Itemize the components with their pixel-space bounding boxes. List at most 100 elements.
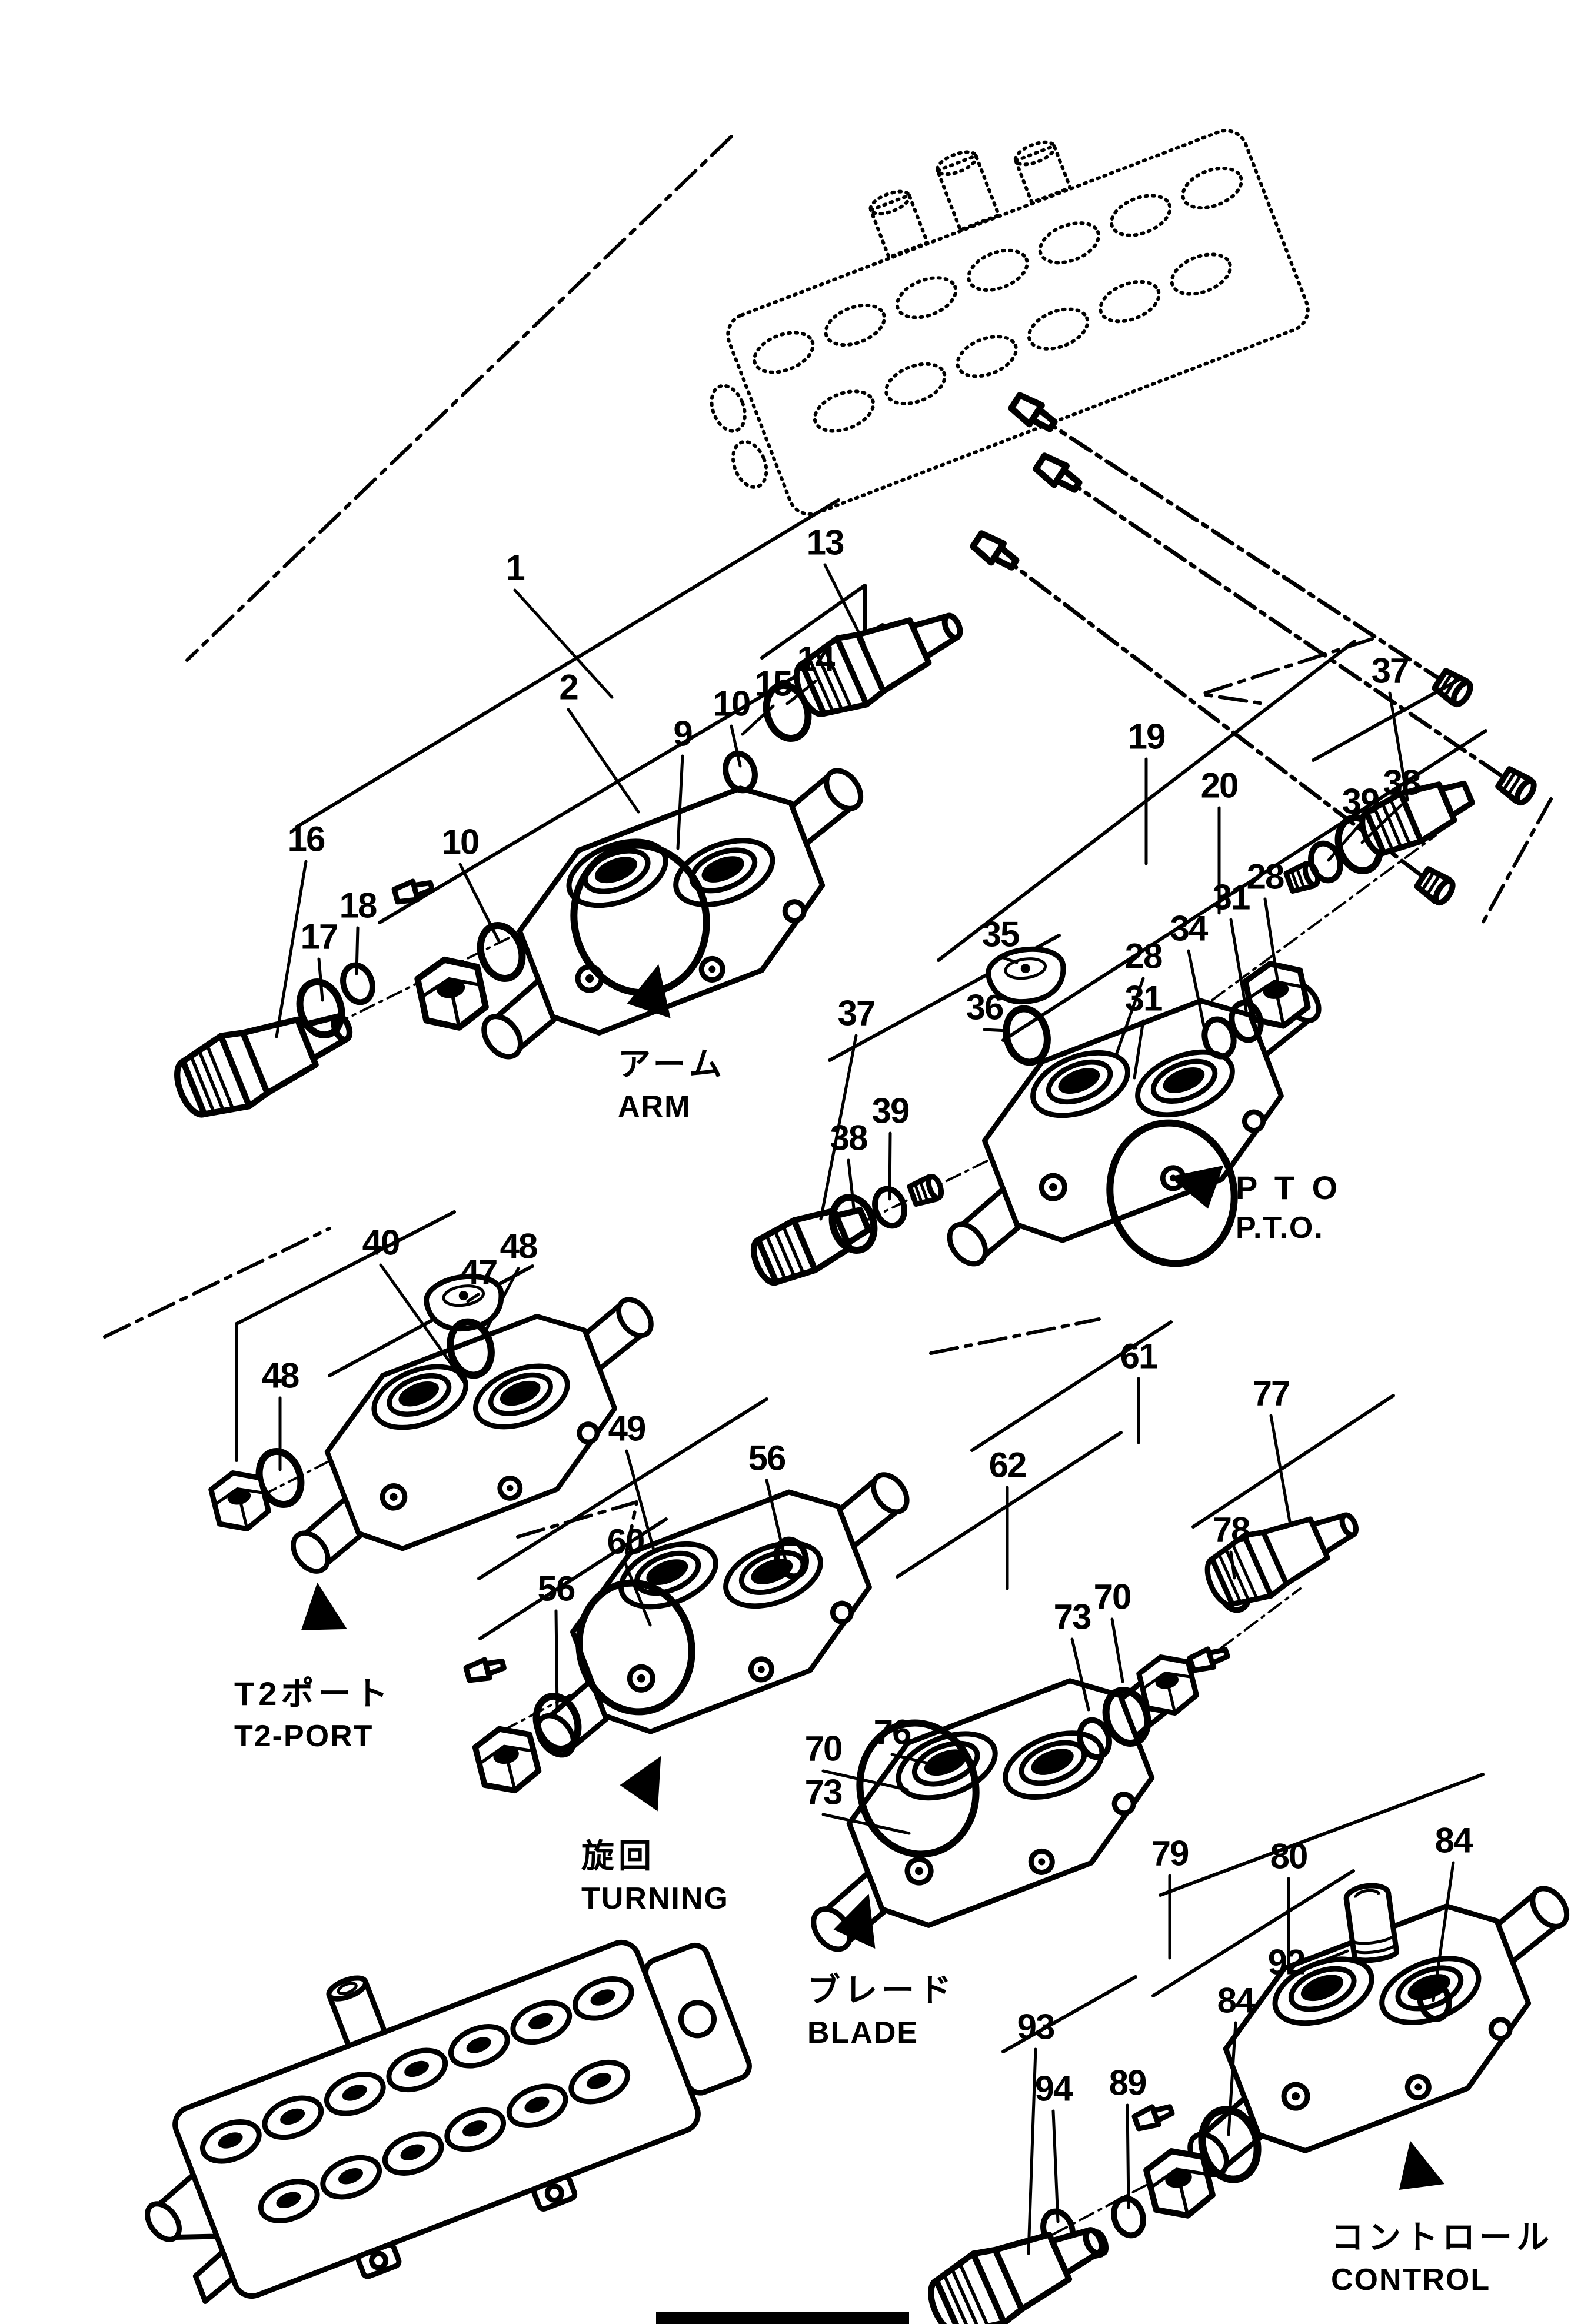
o-ring (721, 750, 759, 794)
leader-line (275, 860, 308, 1038)
leader-line (823, 563, 866, 644)
leader-line (625, 1449, 656, 1554)
hex-sleeve (415, 954, 488, 1033)
leader-line (730, 724, 742, 768)
leader-line (624, 1562, 652, 1627)
part-callout-arm-10: 10 (441, 822, 480, 862)
section-label-jp: T2ポート (234, 1675, 392, 1712)
part-callout-t2port-48: 48 (261, 1356, 300, 1396)
leader-line (890, 1753, 937, 1767)
part-callout-turning-49: 49 (608, 1409, 647, 1449)
leader-line (819, 1034, 858, 1221)
part-callout-turning-56: 56 (537, 1569, 576, 1609)
relief-valve (920, 2204, 1116, 2324)
filter-cylinder (1345, 1883, 1397, 1963)
leader-line (983, 1028, 1009, 1033)
blade-valve-section (760, 1493, 1367, 1966)
part-callout-blade-70: 70 (804, 1729, 843, 1769)
part-callout-arm-10: 10 (713, 684, 751, 724)
leader-line (847, 1158, 856, 1215)
leader-line (513, 588, 614, 699)
scan-artifact-bar (656, 2312, 909, 2324)
pto-valve-section (747, 770, 1478, 1290)
part-callout-turning-60: 60 (607, 1521, 645, 1561)
section-label-jp: コントロール (1331, 2219, 1553, 2256)
part-callout-t2port-48: 48 (500, 1226, 538, 1266)
section-label-en: BLADE (807, 2016, 919, 2050)
leader-line (355, 926, 360, 975)
leader-line (1133, 1019, 1145, 1080)
leader-line (567, 708, 640, 814)
plug (908, 1174, 944, 1206)
part-callout-pto-31: 31 (1212, 877, 1251, 917)
assembled-valve-solid-view (145, 1940, 752, 2304)
part-callout-pto-37: 37 (837, 993, 876, 1033)
section-arrow-arm (627, 964, 671, 1018)
section-arrows-layer (301, 964, 1445, 2190)
part-callout-blade-73: 73 (1053, 1597, 1092, 1637)
section-label-en: CONTROL (1331, 2263, 1491, 2297)
part-callout-arm-14: 14 (797, 639, 836, 679)
part-callout-pto-34: 34 (1170, 908, 1209, 948)
leader-line (480, 1267, 520, 1341)
leader-line (1110, 1617, 1124, 1683)
section-arrow-pto (1169, 1166, 1224, 1209)
part-callout-pto-20: 20 (1200, 765, 1239, 805)
part-callout-control-92: 92 (1267, 1942, 1306, 1982)
leader-line (1360, 803, 1403, 844)
part-callout-arm-2: 2 (559, 667, 578, 707)
section-label-control: コントロール CONTROL (1331, 2211, 1553, 2298)
section-label-jp: アーム (618, 1046, 726, 1083)
part-callout-blade-62: 62 (988, 1445, 1027, 1485)
part-callout-pto-38: 38 (1383, 763, 1422, 803)
part-callout-arm-9: 9 (673, 714, 693, 754)
part-callout-arm-1: 1 (505, 548, 525, 588)
leader-line (1263, 897, 1280, 985)
part-callout-pto-19: 19 (1127, 717, 1166, 757)
part-callout-blade-73: 73 (804, 1772, 843, 1812)
part-callout-arm-16: 16 (287, 819, 326, 859)
part-callout-arm-17: 17 (300, 917, 339, 957)
assembled-valve-phantom-view (710, 129, 1310, 516)
leader-line (1227, 2021, 1237, 2136)
part-callout-blade-76: 76 (873, 1712, 912, 1752)
seal-ring (856, 1719, 980, 1858)
leader-line (821, 1813, 911, 1835)
section-arrow-blade (833, 1893, 876, 1949)
leader-line (821, 1769, 909, 1792)
part-callout-control-94: 94 (1034, 2069, 1073, 2109)
leader-line (1126, 2103, 1130, 2209)
leader-line (741, 704, 775, 736)
part-callout-t2port-40: 40 (362, 1223, 401, 1263)
section-arrow-turning (620, 1756, 661, 1812)
seal-ring (575, 1579, 695, 1716)
section-label-en: T2-PORT (234, 1719, 374, 1753)
relief-valve (167, 990, 362, 1128)
hex-nut (472, 1723, 541, 1797)
leader-lines-layer (275, 563, 1455, 2255)
leader-line (317, 957, 324, 1002)
seal-ring (1106, 1119, 1238, 1267)
part-callout-turning-56: 56 (748, 1438, 787, 1478)
section-label-en: P.T.O. (1236, 1211, 1324, 1245)
leader-line (1229, 918, 1248, 1013)
part-callout-blade-70: 70 (1093, 1577, 1132, 1617)
leader-line (765, 1479, 787, 1562)
part-callout-t2port-47: 47 (460, 1252, 498, 1292)
part-callout-pto-36: 36 (966, 987, 1004, 1027)
part-callout-pto-35: 35 (981, 914, 1020, 954)
leader-line (1187, 949, 1211, 1054)
part-callout-pto-28: 28 (1246, 857, 1285, 897)
part-callout-control-79: 79 (1151, 1833, 1190, 1873)
turning-valve-section (465, 1451, 957, 1797)
part-callout-pto-39: 39 (1342, 781, 1380, 821)
leader-line (1027, 2047, 1037, 2255)
leader-line (554, 1609, 559, 1713)
part-callout-control-89: 89 (1109, 2063, 1147, 2103)
part-callout-blade-61: 61 (1120, 1336, 1159, 1376)
leader-line (998, 955, 1019, 964)
